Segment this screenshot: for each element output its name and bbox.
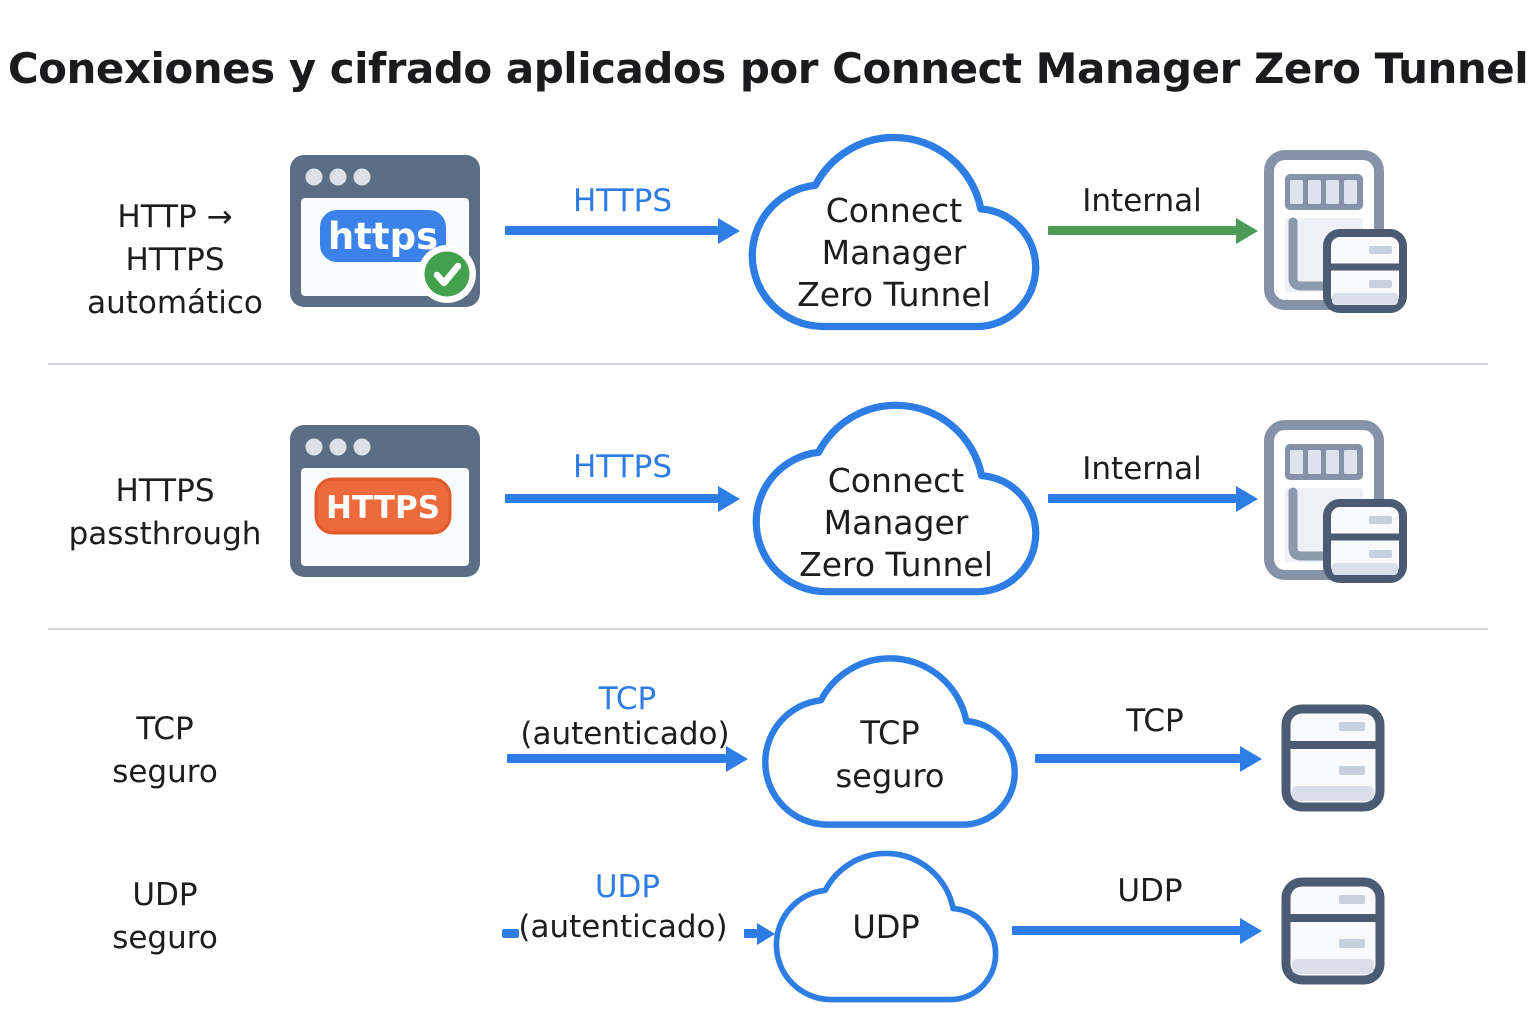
arrow-label-internal: Internal [1082,183,1202,219]
arrow-label-tcp-out: TCP [1126,703,1184,739]
internal-server-appliance-icon [1264,150,1407,313]
arrow-label-internal: Internal [1082,451,1202,487]
server-icon [1323,229,1407,313]
row3-label: TCP seguro [112,711,218,790]
browser-window-icon: HTTPS [290,425,480,577]
arrow-sublabel-autenticado: (autenticado) [518,909,728,945]
arrow-internal [1048,226,1236,235]
internal-server-appliance-icon [1264,420,1407,583]
arrow-udp-dash [502,929,519,938]
arrow-tcp-autenticado [507,754,726,763]
server-icon [1281,877,1385,985]
cloud-text: TCP seguro [835,714,945,795]
https-badge-label: https [328,215,438,258]
cloud-text: Connect Manager Zero Tunnel [797,191,991,314]
cloud-connect-manager-icon [748,133,1040,331]
separator [48,363,1488,365]
page-title: Conexiones y cifrado aplicados por Conne… [7,44,1529,93]
arrow-label-udp: UDP [594,869,661,905]
arrow-sublabel-autenticado: (autenticado) [520,716,730,752]
row1-label: HTTP → HTTPS automático [87,199,263,321]
cloud-text: Connect Manager Zero Tunnel [799,461,993,584]
row2-label: HTTPS passthrough [68,473,262,552]
window-dot-icon [329,438,347,456]
arrow-tcp-out [1035,754,1240,763]
arrow-internal [1048,494,1236,503]
arrow-udp-autenticado [744,929,757,938]
separator [48,628,1488,630]
arrow-udp-out [1012,926,1240,935]
window-dot-icon [329,168,347,186]
server-icon [1323,499,1407,583]
check-icon [418,245,476,303]
cloud-text: UDP [852,908,920,946]
row4-label: UDP seguro [112,877,218,956]
https-passthrough-badge [314,477,452,535]
cloud-udp-icon [773,850,999,1003]
window-dot-icon [353,438,371,456]
arrow-label-udp-out: UDP [1117,873,1183,909]
browser-window-icon: https [290,155,480,307]
arrow-label-https: HTTPS [572,449,672,485]
cloud-connect-manager-icon [752,401,1040,596]
arrow-label-tcp: TCP [598,681,657,717]
https-badge [320,210,446,262]
window-dot-icon [305,168,323,186]
arrow-https [505,226,718,235]
window-dot-icon [305,438,323,456]
server-icon [1281,704,1385,812]
arrow-https [505,494,718,503]
window-dot-icon [353,168,371,186]
arrow-label-https: HTTPS [572,183,672,219]
cloud-tcp-seguro-icon [762,655,1018,828]
https-badge-label: HTTPS [326,490,440,526]
